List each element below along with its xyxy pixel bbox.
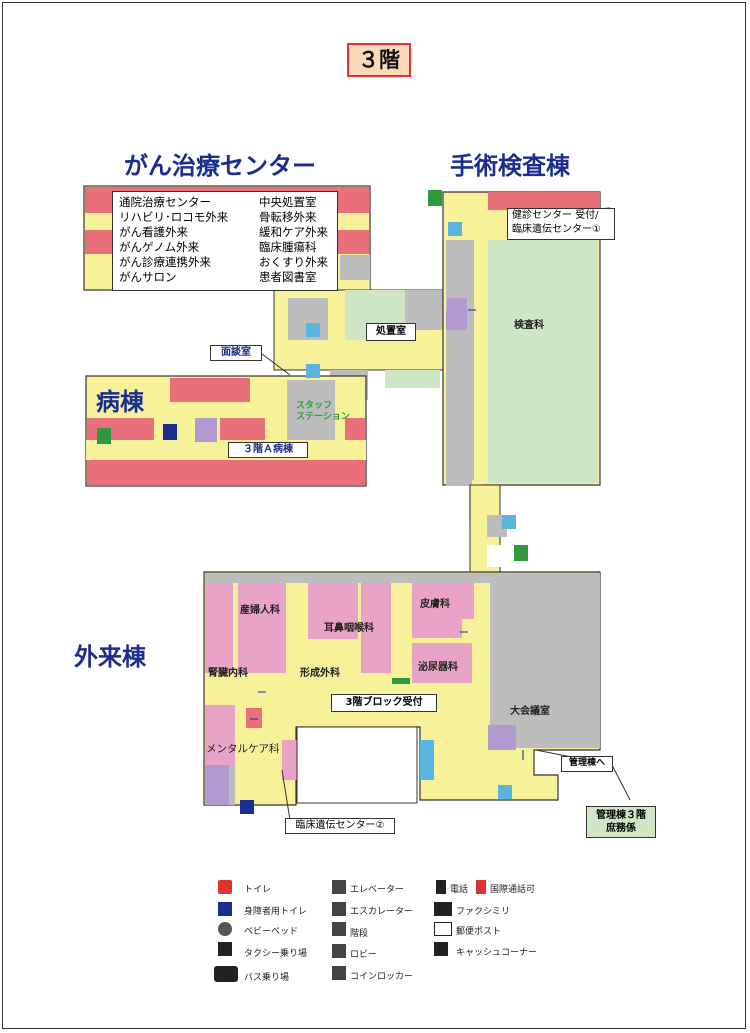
escalator-icon [332,902,346,916]
admin-3f-shomu: 管理棟３階 庶務係 [586,806,656,838]
legend-label: 電話 [450,885,469,895]
room-sanfujin: 産婦人科 [240,605,280,616]
list-item: 通院治療センター [119,195,211,209]
room-jibi: 耳鼻咽喉科 [324,623,374,634]
room-hinyo: 泌尿器科 [418,662,458,673]
to-admin-building: 管理棟へ [561,756,613,772]
legend-label: 郵便ポスト [456,927,502,937]
legend-label: トイレ [244,885,272,895]
kenshin-iden-box: 健診センター 受付/ 臨床遺伝センター① [507,208,615,240]
room-mental: メンタルケア科 [206,743,280,755]
list-item: がん診療連携外来 [119,255,211,269]
cancer-center-title: がん治療センター [124,152,316,180]
legend-label: エスカレーター [350,907,414,917]
list-item: 緩和ケア外来 [259,225,328,239]
coin-locker-icon [332,966,346,980]
stairs-icon [332,922,346,936]
bus-icon [214,966,238,982]
room-jinzo: 腎臓内科 [208,668,248,679]
legend-label: 身障者用トイレ [244,907,308,917]
accessible-toilet-icon [218,902,232,916]
room-rinsho-iden-2: 臨床遺伝センター② [285,818,395,834]
toilet-icon [218,880,232,894]
lobby-icon [332,944,346,958]
cancer-center-department-list: 通院治療センター リハビリ･ロコモ外来 がん看護外来 がんゲノム外来 がん診療連… [112,191,338,291]
page-title: ３階 [347,43,411,77]
room-hifu: 皮膚科 [420,599,450,610]
surgery-building-title: 手術検査棟 [450,152,570,180]
legend-label: ファクシミリ [456,907,511,917]
room-shochi: 処置室 [366,323,416,341]
surgery-block [442,191,601,521]
toilet-icon [195,298,516,786]
elevator-icon [332,880,346,894]
legend-label: ベビーベッド [244,927,299,937]
baby-bed-icon [218,922,232,936]
exit-icon [97,190,528,561]
connector [469,484,507,576]
ward-title: 病棟 [96,388,144,416]
legend-label: エレベーター [350,885,405,895]
elevator-icon [306,222,516,799]
department-column-left: 通院治療センター リハビリ･ロコモ外来 がん看護外来 がんゲノム外来 がん診療連… [119,195,228,285]
block-reception: 3階ブロック受付 [331,694,437,712]
atm-icon [434,942,448,956]
mailbox-icon [434,922,452,936]
room-keisei: 形成外科 [300,668,340,679]
list-item: がんサロン [119,270,177,284]
legend-label: キャッシュコーナー [456,948,538,958]
outpatient-title: 外来棟 [74,643,146,671]
room-kenshin: 健診センター 受付/ [512,210,599,221]
legend-label: タクシー乗り場 [244,949,308,959]
legend-label: バス乗り場 [244,973,290,983]
room-rinsho-iden-1: 臨床遺伝センター① [512,224,601,235]
legend-label: 階段 [350,929,369,939]
list-item: 患者図書室 [259,270,317,284]
room-kensa: 検査科 [514,320,544,331]
list-item: おくすり外来 [259,255,328,269]
legend-label: ロビー [350,950,378,960]
legend-label: コインロッカー [350,972,414,982]
list-item: 骨転移外来 [259,210,317,224]
arrows [250,309,524,760]
list-item: がんゲノム外来 [119,240,200,254]
room-staff-station: スタッフ ステーション [296,401,350,422]
room-taikaigi: 大会議室 [510,706,550,717]
list-item: リハビリ･ロコモ外来 [119,210,229,224]
ward-block [85,375,367,487]
phone-icon [436,880,446,894]
accessible-toilet-icon [163,424,254,814]
list-item: がん看護外来 [119,225,188,239]
intl-phone-icon [476,880,486,894]
department-column-right: 中央処置室 骨転移外来 緩和ケア外来 臨床腫瘍科 おくすり外来 患者図書室 [259,195,328,285]
list-item: 中央処置室 [259,195,317,209]
room-mendan: 面談室 [210,345,262,361]
legend-label: 国際通話可 [490,885,536,895]
fax-icon [434,902,452,916]
list-item: 臨床腫瘍科 [259,240,317,254]
taxi-icon [218,942,232,956]
room-ward-3a: ３階Ａ病棟 [228,442,308,458]
